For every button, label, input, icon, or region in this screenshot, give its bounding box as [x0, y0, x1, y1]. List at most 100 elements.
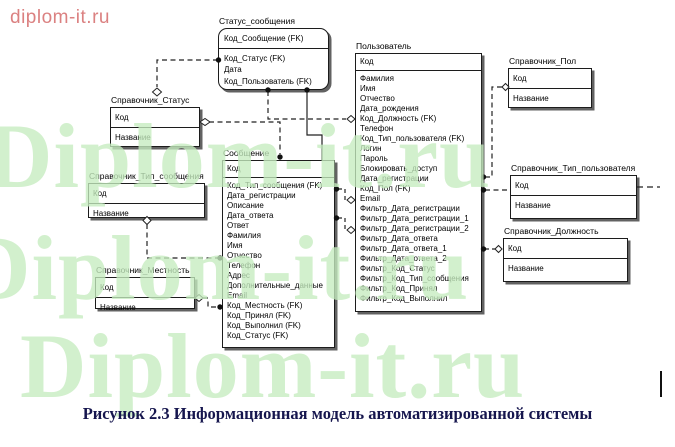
field-row: Телефон [227, 261, 261, 270]
figure-caption: Рисунок 2.3 Информационная модель автома… [82, 404, 593, 423]
field-row: Код_Сообщение (FK) [224, 34, 304, 43]
field-row: Название [100, 303, 136, 312]
field-row: Фильтр_Код_Принял [360, 284, 438, 293]
entity-title: Справочник_Тип_сообщения [89, 171, 204, 181]
field-row: Ответ [227, 221, 249, 230]
key-fields: Код [111, 108, 199, 128]
key-fields: Код [89, 184, 204, 204]
entity-box: Код Название [95, 277, 195, 312]
field-row: Фамилия [360, 74, 394, 83]
field-row: Блокировать_доступ [360, 164, 438, 173]
field-row: Название [508, 264, 544, 273]
field-row: Код_Местность (FK) [227, 301, 303, 310]
field-row: Имя [227, 241, 243, 250]
field-row: Код [115, 113, 129, 122]
field-row: Адрес [227, 271, 250, 280]
field-row: Пароль [360, 154, 388, 163]
field-row: Фильтр_Дата_ответа_1 [360, 244, 447, 253]
field-row: Код_Статус (FK) [227, 331, 289, 340]
field-row: Фильтр_Дата_ответа [360, 234, 438, 243]
attribute-fields: Название [111, 128, 199, 147]
site-logo: diplom-it.ru [10, 7, 110, 28]
field-row: Код_Пол (FK) [360, 184, 411, 193]
rel-line-status-statusmsg [156, 59, 218, 87]
rel-line-locality-message [203, 297, 218, 308]
entity-title: Справочник_Статус [111, 95, 190, 105]
field-row: Код_Выполнил (FK) [227, 321, 301, 330]
rel-line-user-statusmsg [267, 91, 346, 120]
field-row: Дата_регистрации [227, 191, 296, 200]
field-row: Отчество [360, 94, 395, 103]
entity-title: Статус_сообщения [219, 16, 295, 26]
field-row: Логин [360, 144, 382, 153]
key-fields: Код [504, 239, 627, 259]
field-row: Дата_ответа [227, 211, 274, 220]
field-row: Email [227, 291, 248, 300]
entity-box: Код Название [503, 238, 628, 282]
rel-line-gender-user [485, 86, 502, 178]
rel-line-user-message-2 [338, 217, 347, 231]
field-row: Дополнительные_данные [227, 281, 323, 290]
field-row: Фильтр_Код_Тип_сообщения [360, 274, 469, 283]
field-row: Фильтр_Дата_ответа_2 [360, 254, 447, 263]
field-row: Фильтр_Дата_регистрации_2 [360, 224, 469, 233]
field-row: Код [100, 283, 114, 292]
rel-line-msgtype-message [146, 224, 218, 259]
key-fields: Код [96, 278, 194, 298]
field-row: Код_Тип_пользователя (FK) [360, 134, 465, 143]
field-row: Код [227, 164, 241, 173]
field-row: Дата [224, 65, 242, 75]
field-row: Код_Должность (FK) [360, 114, 437, 123]
key-fields: Код [509, 69, 591, 89]
entity-title: Справочник_Пол [509, 56, 577, 66]
field-row: Телефон [360, 124, 394, 133]
attribute-fields: Название [504, 259, 627, 278]
rel-line-user-message-1 [338, 188, 347, 201]
field-row: Дата_регистрации [360, 174, 429, 183]
field-row: Код [513, 74, 527, 83]
field-row: Код_Пользователь (FK) [224, 76, 312, 86]
field-row: Фильтр_Дата_регистрации_1 [360, 214, 469, 223]
entity-box: Код Название [510, 175, 637, 219]
field-row: Фильтр_Код_Выполнил [360, 294, 448, 303]
key-fields: Код_Сообщение (FK) [219, 29, 328, 49]
field-row: Имя [360, 84, 376, 93]
field-row: Email [360, 194, 381, 203]
edge-mark [660, 371, 662, 397]
entity-title: Справочник_Тип_пользователя [511, 163, 636, 173]
entity-title: Справочник_Местность [96, 265, 190, 275]
field-row: Фильтр_Дата_регистрации [360, 204, 460, 213]
field-row: Название [513, 94, 549, 103]
attribute-fields: Название [511, 196, 636, 215]
field-row: Код [515, 181, 529, 190]
field-row: Фамилия [227, 231, 261, 240]
field-row: Код_Статус (FK) [224, 54, 286, 63]
attribute-fields: Название [509, 89, 591, 108]
field-row: Название [93, 209, 129, 218]
key-fields: Код [356, 54, 481, 71]
field-row: Код_Тип_сообщения (FK) [227, 181, 323, 190]
field-row: Код [508, 244, 522, 253]
field-row: Дата_рождения [360, 104, 419, 113]
field-row: Описание [227, 201, 264, 210]
key-fields: Код [223, 161, 334, 178]
field-row: Код [93, 189, 107, 198]
field-row: Название [115, 133, 151, 142]
field-row: Код_Принял (FK) [227, 311, 291, 320]
field-row: Отчество [227, 251, 262, 260]
entity-box: Код Код_Тип_сообщения (FK)Дата_регистрац… [222, 160, 335, 348]
entity-box: Код Название [88, 183, 205, 218]
entity-title: Справочник_Должность [504, 226, 599, 236]
rel-line-message-statusmsg [306, 91, 323, 160]
entity-box: Код Название [110, 107, 200, 147]
field-row: Название [515, 201, 551, 210]
attribute-fields: Название [89, 204, 204, 223]
entity-title: Сообщение [223, 148, 270, 158]
field-row: Код [360, 57, 374, 66]
field-row: Фильтр_Код_Статус [360, 264, 435, 273]
